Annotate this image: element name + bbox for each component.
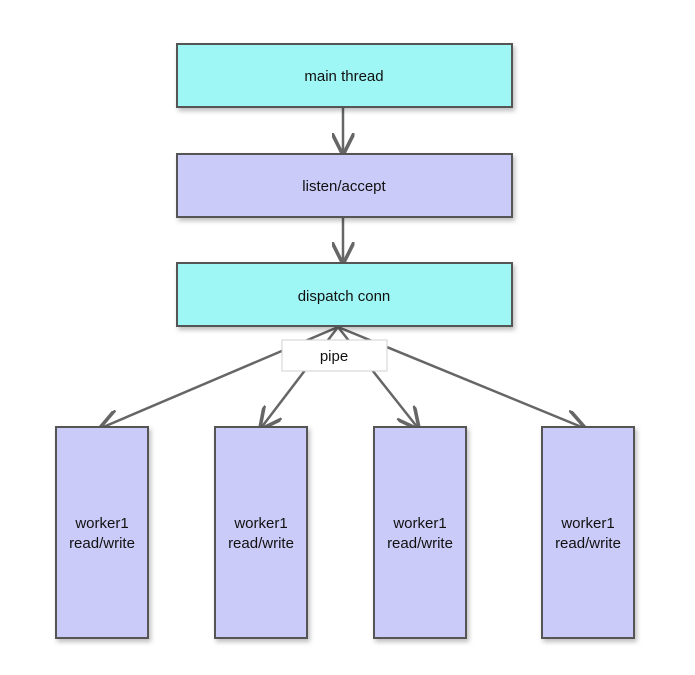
dispatch-conn-label: dispatch conn xyxy=(298,288,391,305)
dispatch-conn-node: dispatch conn xyxy=(176,262,513,327)
worker-name: worker1 xyxy=(74,515,128,532)
worker-node: worker1 read/write xyxy=(541,426,635,639)
worker-role: read/write xyxy=(387,535,453,552)
listen-accept-node: listen/accept xyxy=(176,153,513,218)
main-thread-label: main thread xyxy=(304,68,383,85)
pipe-label-box: pipe xyxy=(281,339,388,372)
main-thread-node: main thread xyxy=(176,43,513,108)
worker-role: read/write xyxy=(69,535,135,552)
worker-node: worker1 read/write xyxy=(55,426,149,639)
pipe-label: pipe xyxy=(320,348,348,365)
worker-node: worker1 read/write xyxy=(214,426,308,639)
worker-name: worker1 xyxy=(392,515,446,532)
listen-accept-label: listen/accept xyxy=(302,178,386,195)
worker-role: read/write xyxy=(228,535,294,552)
worker-name: worker1 xyxy=(560,515,614,532)
worker-role: read/write xyxy=(555,535,621,552)
worker-node: worker1 read/write xyxy=(373,426,467,639)
worker-name: worker1 xyxy=(233,515,287,532)
